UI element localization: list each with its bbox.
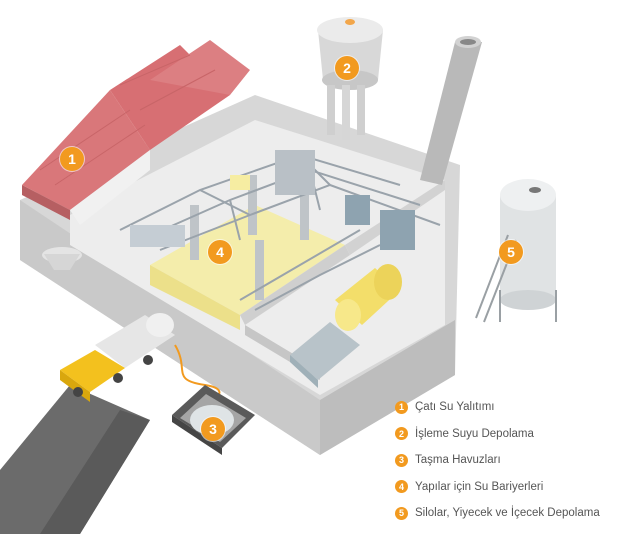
legend-item: 4 Yapılar için Su Bariyerleri bbox=[395, 478, 631, 496]
legend-label: Silolar, Yiyecek ve İçecek Depolama bbox=[415, 507, 600, 519]
legend-label: Çatı Su Yalıtımı bbox=[415, 401, 495, 413]
water-tower bbox=[317, 17, 383, 140]
legend-item: 2 İşleme Suyu Depolama bbox=[395, 425, 631, 443]
legend-item: 5 Silolar, Yiyecek ve İçecek Depolama bbox=[395, 504, 631, 522]
callout-3: 3 bbox=[201, 417, 225, 441]
legend-number-badge: 1 bbox=[395, 400, 408, 414]
yellow-storage-tank bbox=[335, 264, 402, 331]
road-edge bbox=[40, 410, 150, 534]
callout-5: 5 bbox=[499, 240, 523, 264]
barrier-floor-zone-front bbox=[150, 265, 240, 330]
partition-wall-1 bbox=[240, 245, 350, 325]
legend-label: Taşma Havuzları bbox=[415, 454, 501, 466]
column bbox=[190, 205, 199, 260]
column bbox=[248, 175, 257, 235]
callout-1: 1 bbox=[60, 147, 84, 171]
hopper bbox=[42, 247, 82, 270]
legend-number-badge: 5 bbox=[395, 506, 408, 520]
outer-wall-right bbox=[320, 320, 455, 455]
barrier-floor-zone bbox=[150, 205, 345, 315]
treatment-unit bbox=[290, 322, 360, 388]
callout-2: 2 bbox=[335, 56, 359, 80]
tanker-truck bbox=[60, 313, 175, 402]
sawtooth-roof bbox=[22, 40, 250, 225]
legend-label: İşleme Suyu Depolama bbox=[415, 427, 534, 440]
legend-number-badge: 4 bbox=[395, 480, 408, 493]
callout-4: 4 bbox=[208, 240, 232, 264]
legend: 1 Çatı Su Yalıtımı 2 İşleme Suyu Depolam… bbox=[395, 398, 631, 531]
legend-item: 1 Çatı Su Yalıtımı bbox=[395, 398, 631, 416]
legend-number-badge: 2 bbox=[395, 427, 408, 440]
column bbox=[255, 240, 264, 300]
legend-item: 3 Taşma Havuzları bbox=[395, 451, 631, 469]
legend-number-badge: 3 bbox=[395, 453, 408, 467]
legend-label: Yapılar için Su Bariyerleri bbox=[415, 480, 544, 493]
chimney bbox=[420, 36, 482, 185]
machinery bbox=[130, 150, 415, 250]
column bbox=[300, 180, 309, 240]
